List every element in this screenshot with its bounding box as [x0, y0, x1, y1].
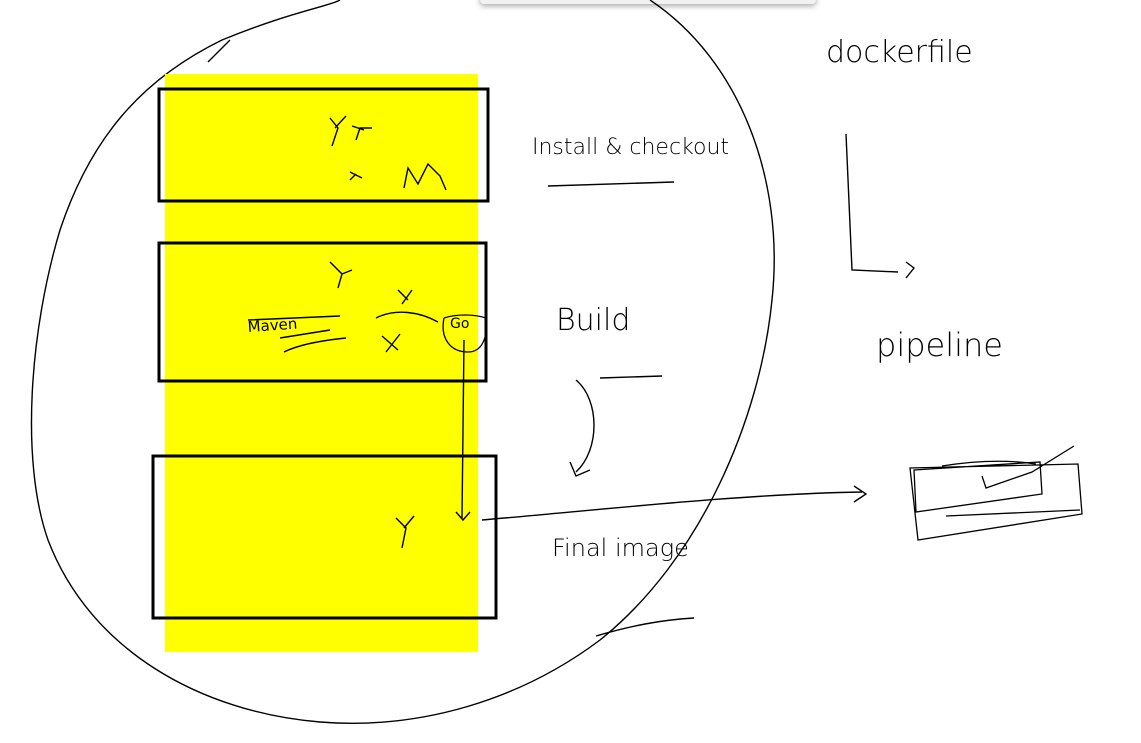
toolbar-edge [480, 0, 816, 4]
go-loop [442, 314, 488, 353]
stage-box-build [157, 241, 488, 383]
stage-box-install [157, 87, 490, 203]
go-label: Go [450, 316, 469, 332]
maven-label: Maven [247, 315, 298, 336]
install-scribble [329, 115, 447, 191]
build-to-final-arrow [455, 339, 471, 522]
circle-tail [595, 617, 695, 637]
dockerfile-to-pipeline-arrow [845, 133, 915, 279]
final-scribble [395, 515, 415, 549]
build-to-final-curve [569, 375, 663, 477]
dockerfile-label: dockerfile [826, 35, 973, 70]
yellow-highlight [165, 74, 478, 652]
final-label: Final image [552, 534, 689, 562]
build-label: Build [556, 303, 630, 338]
install-label: Install & checkout [532, 135, 729, 160]
image-box-sketch [909, 445, 1083, 541]
install-underline [547, 181, 675, 187]
stage-box-final [151, 454, 498, 620]
container-circle [30, 0, 775, 724]
pipeline-label: pipeline [876, 326, 1003, 364]
final-to-image-arrow [481, 485, 868, 521]
build-scribble [247, 261, 439, 353]
